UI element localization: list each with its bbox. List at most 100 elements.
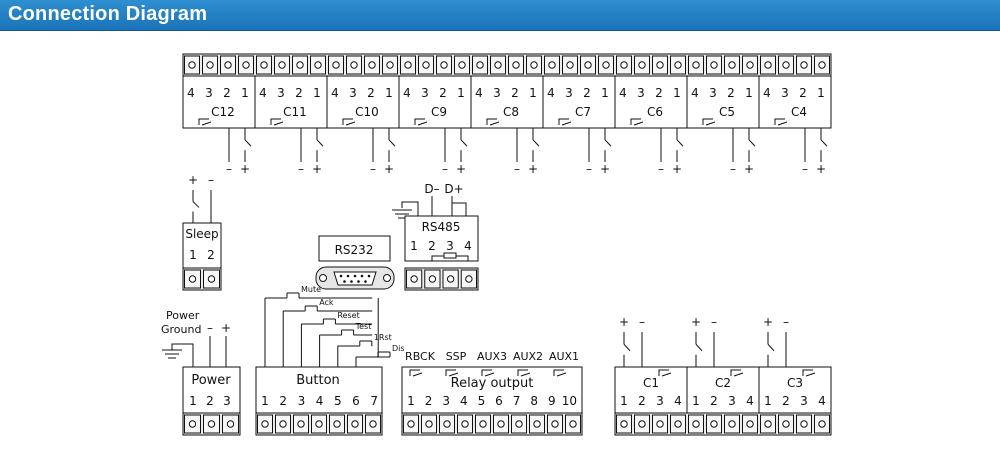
pin-number: 2 — [425, 394, 433, 408]
relay-contact-blade — [633, 121, 644, 126]
channel-block-body — [470, 75, 544, 129]
channel-label: C11 — [283, 105, 307, 119]
plus-sign: + — [672, 162, 682, 176]
pin-number: 3 — [800, 394, 808, 408]
screw-icon — [710, 420, 718, 428]
pin-dot — [360, 274, 364, 278]
screw-icon — [800, 420, 808, 428]
pin-number: 2 — [428, 239, 436, 253]
relay-contact-blade — [412, 372, 423, 377]
button-label: Button — [296, 373, 340, 388]
screw-icon — [404, 61, 412, 69]
relay-contact-blade — [417, 121, 428, 126]
switch-blade — [623, 343, 631, 352]
screw-icon — [446, 275, 455, 283]
power-ground-label-1: Power — [166, 309, 200, 322]
pin-number: 4 — [547, 86, 555, 100]
relay-contact-blade — [520, 372, 531, 377]
pin-number: 9 — [548, 394, 556, 408]
relay-contact-icon — [730, 369, 744, 377]
pin-number: 4 — [460, 394, 468, 408]
switch-blade — [676, 139, 684, 147]
channel-block-body — [542, 75, 616, 129]
pin-number: 2 — [206, 394, 214, 408]
screw-icon — [551, 420, 559, 428]
button-switch: Reset — [301, 311, 373, 325]
pin-number: 1 — [385, 86, 393, 100]
input-switch-icon — [767, 332, 775, 367]
screw-icon — [461, 420, 469, 428]
pin-number: 1 — [407, 394, 415, 408]
screw-icon — [494, 61, 502, 69]
minus-sign: – — [442, 162, 448, 176]
screw-icon — [188, 275, 197, 283]
relay-contact-blade — [448, 372, 459, 377]
relay-contact-line — [802, 369, 813, 376]
switch-blade — [767, 343, 775, 352]
minus-sign: – — [586, 162, 592, 176]
screw-icon — [710, 61, 718, 69]
channel-block-body — [614, 366, 688, 414]
screw-icon — [620, 420, 628, 428]
switch-label: Ack — [319, 298, 334, 307]
screw-icon — [422, 61, 430, 69]
pin-number: 3 — [493, 86, 501, 100]
switch-blade — [388, 139, 396, 147]
relay-contact-blade — [561, 121, 572, 126]
db9-connector-icon — [315, 266, 395, 290]
relay-contact-blade — [201, 121, 212, 126]
pin-number: 3 — [728, 394, 736, 408]
relay-contact-blade — [805, 372, 816, 377]
channel-label: C3 — [787, 376, 803, 390]
switch-blade — [604, 139, 612, 147]
screw-icon — [569, 420, 577, 428]
switch-blade — [460, 139, 468, 147]
jumper-resistor-icon — [443, 252, 457, 259]
screw-icon — [584, 61, 592, 69]
pin-number: 8 — [530, 394, 538, 408]
screw-icon — [458, 61, 466, 69]
button-switch: Test — [319, 322, 373, 336]
pin-number: 4 — [259, 86, 267, 100]
pin-number: 4 — [475, 86, 483, 100]
screw-icon — [297, 420, 305, 428]
pin-number: 2 — [367, 86, 375, 100]
rs485-label: RS485 — [422, 220, 461, 234]
rs485-body — [404, 215, 479, 262]
pin-number: 6 — [495, 394, 503, 408]
input-switch-icon — [604, 128, 612, 162]
pin-number: 1 — [620, 394, 628, 408]
relay-contact-blade — [273, 121, 284, 126]
screw-icon — [638, 61, 646, 69]
pin-number: 10 — [562, 394, 577, 408]
pin-number: 1 — [673, 86, 681, 100]
terminal-strip-body — [404, 267, 479, 291]
screw-icon — [188, 420, 197, 428]
relay-contact-icon — [486, 118, 500, 126]
channel-block-body — [758, 366, 832, 414]
pin-number: 1 — [241, 86, 249, 100]
power-label: Power — [191, 373, 231, 388]
pin-number: 1 — [692, 394, 700, 408]
pin-number: 2 — [295, 86, 303, 100]
channel-block-body — [614, 75, 688, 129]
screw-icon — [746, 420, 754, 428]
pin-number: 3 — [709, 86, 717, 100]
channel-block-body — [686, 366, 760, 414]
pin-dot — [353, 274, 357, 278]
input-switch-icon — [623, 332, 631, 367]
pin-number: 1 — [601, 86, 609, 100]
screw-icon — [425, 420, 433, 428]
relay-contact-icon — [481, 369, 495, 377]
pin-number: 3 — [442, 394, 450, 408]
screw-icon — [188, 61, 196, 69]
relay-contact-line — [445, 369, 456, 376]
input-switch-icon — [748, 128, 756, 162]
pin-number: 3 — [421, 86, 429, 100]
